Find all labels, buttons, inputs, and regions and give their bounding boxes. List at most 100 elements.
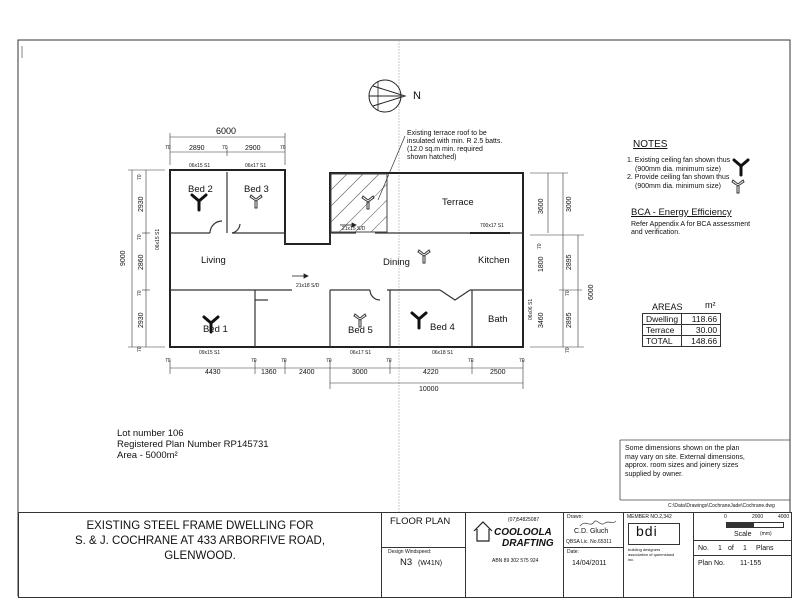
room-bed2: Bed 2: [188, 184, 213, 195]
room-terrace: Terrace: [442, 197, 474, 208]
dim-label: 70: [537, 243, 543, 249]
scale-tick: 2000: [752, 514, 764, 520]
area-value: 148.66: [681, 335, 722, 347]
notes-list: 1. Existing ceiling fan shown thus (900m…: [627, 157, 730, 191]
opening-label: 09x15 S1: [199, 350, 221, 356]
notes-item: 2. Provide ceiling fan shown thus: [627, 174, 730, 181]
dim-label: 2860: [138, 254, 145, 270]
areas-header: AREAS: [652, 302, 683, 312]
dim-label: 70: [137, 234, 143, 240]
bca-title: BCA - Energy Efficiency: [631, 207, 732, 218]
member-cell: MEMBER NO.2,342 bdi building designers a…: [623, 513, 694, 597]
lot-line: Registered Plan Number RP145731: [117, 439, 269, 450]
disclaimer-line: Some dimensions shown on the plan: [625, 445, 740, 452]
opening-label: 06x15 S1: [155, 228, 161, 250]
dim-label: 70: [137, 290, 143, 296]
house-logo-icon: [473, 521, 493, 542]
terrace-note-line: (12.0 sq.m min. required: [407, 146, 483, 153]
opening-label: 21x18 S/D: [296, 283, 320, 289]
floor-plan: [169, 169, 524, 348]
dim-label: 70: [565, 347, 571, 353]
sheet-no-label: No.: [698, 545, 709, 552]
sheet-of: of: [728, 545, 734, 552]
opening-label: 06x18 S1: [432, 350, 454, 356]
dim-label: 2895: [566, 254, 573, 270]
dim-label: 2500: [490, 369, 506, 376]
lot-info: Lot number 106 Registered Plan Number RP…: [117, 428, 269, 461]
opening-label: 06x06 S1: [528, 298, 534, 320]
room-living: Living: [201, 255, 226, 266]
wind-sub: (W41N): [418, 560, 443, 567]
bca-text: Refer Appendix A for BCA assessment and …: [631, 221, 750, 237]
file-path: C:\Data\Drawings\CochraneJade\Cochrane.d…: [668, 503, 775, 509]
dim-label: 70: [222, 145, 228, 151]
bca-line: and verification.: [631, 229, 681, 236]
scale-unit: (mm): [760, 531, 772, 537]
plan-no: 11-155: [740, 560, 762, 567]
room-kitchen: Kitchen: [478, 255, 510, 266]
areas-unit: m²: [705, 300, 716, 310]
sheet-name: FLOOR PLAN: [390, 516, 451, 527]
notes-item: 1. Existing ceiling fan shown thus: [627, 157, 731, 164]
member-number: MEMBER NO.2,342: [627, 514, 672, 520]
lot-line: Area - 5000m²: [117, 450, 178, 461]
dim-label: 3000: [352, 369, 368, 376]
opening-label: 06x17 S1: [350, 350, 372, 356]
dim-label: 2900: [245, 145, 261, 152]
dim-label: 70: [326, 358, 332, 364]
drawn-value: C.D. Gluch: [574, 528, 609, 535]
dim-label: 70: [137, 346, 143, 352]
area-value: 118.66: [681, 313, 722, 325]
project-title-line: S. & J. COCHRANE AT 433 ARBORFIVE ROAD,: [74, 535, 326, 547]
dim-label: 4220: [423, 369, 439, 376]
dim-label: 10000: [419, 386, 439, 393]
room-bed3: Bed 3: [244, 184, 269, 195]
company-name: DRAFTING: [502, 538, 554, 549]
date-value: 14/04/2011: [572, 560, 607, 567]
scale-tick: 4000: [778, 514, 790, 520]
north-label: N: [413, 90, 421, 102]
terrace-note-line: shown hatched): [407, 154, 457, 161]
area-value: 30.00: [681, 324, 722, 336]
terrace-note-line: Existing terrace roof to be: [407, 130, 487, 137]
dim-label: 70: [165, 145, 171, 151]
dim-label: 1800: [538, 256, 545, 272]
dim-label: 70: [165, 358, 171, 364]
fan-new-icon: [249, 179, 745, 328]
project-title-line: GLENWOOD.: [164, 550, 236, 562]
title-block: EXISTING STEEL FRAME DWELLING FOR S. & J…: [18, 512, 792, 598]
dim-label: 70: [137, 174, 143, 180]
scale-tick: 0: [724, 514, 727, 520]
notes-title: NOTES: [633, 139, 668, 150]
dim-label: 6000: [216, 126, 237, 136]
terrace-hatch: [330, 173, 388, 233]
dim-label: 70: [519, 358, 525, 364]
fan-existing-icon: [190, 158, 750, 334]
disclaimer: Some dimensions shown on the plan may va…: [625, 445, 745, 479]
dim-label: 9000: [120, 250, 127, 266]
room-bed1: Bed 1: [203, 324, 228, 335]
drawn-cell: Drawn: C.D. Gluch QBSA Lic. No.65311 Dat…: [563, 513, 624, 597]
opening-label: 06x17 S1: [245, 163, 267, 169]
sheet-total: 1: [743, 545, 747, 552]
room-dining: Dining: [383, 257, 410, 268]
north-arrow-icon: [368, 79, 407, 113]
dim-label: 70: [386, 358, 392, 364]
member-sub: building designers association of queens…: [628, 547, 675, 562]
dim-label: 6000: [588, 284, 595, 300]
dim-label: 2400: [299, 369, 315, 376]
area-label: TOTAL: [641, 335, 683, 347]
company-phone: (07)54825087: [508, 517, 540, 523]
lot-line: Lot number 106: [117, 428, 184, 439]
bdi-logo: bdi: [636, 523, 658, 539]
dim-label: 2930: [138, 196, 145, 212]
dim-label: 3000: [566, 196, 573, 212]
dim-label: 3600: [538, 198, 545, 214]
dim-label: 70: [565, 290, 571, 296]
disclaimer-line: supplied by owner.: [625, 470, 683, 478]
